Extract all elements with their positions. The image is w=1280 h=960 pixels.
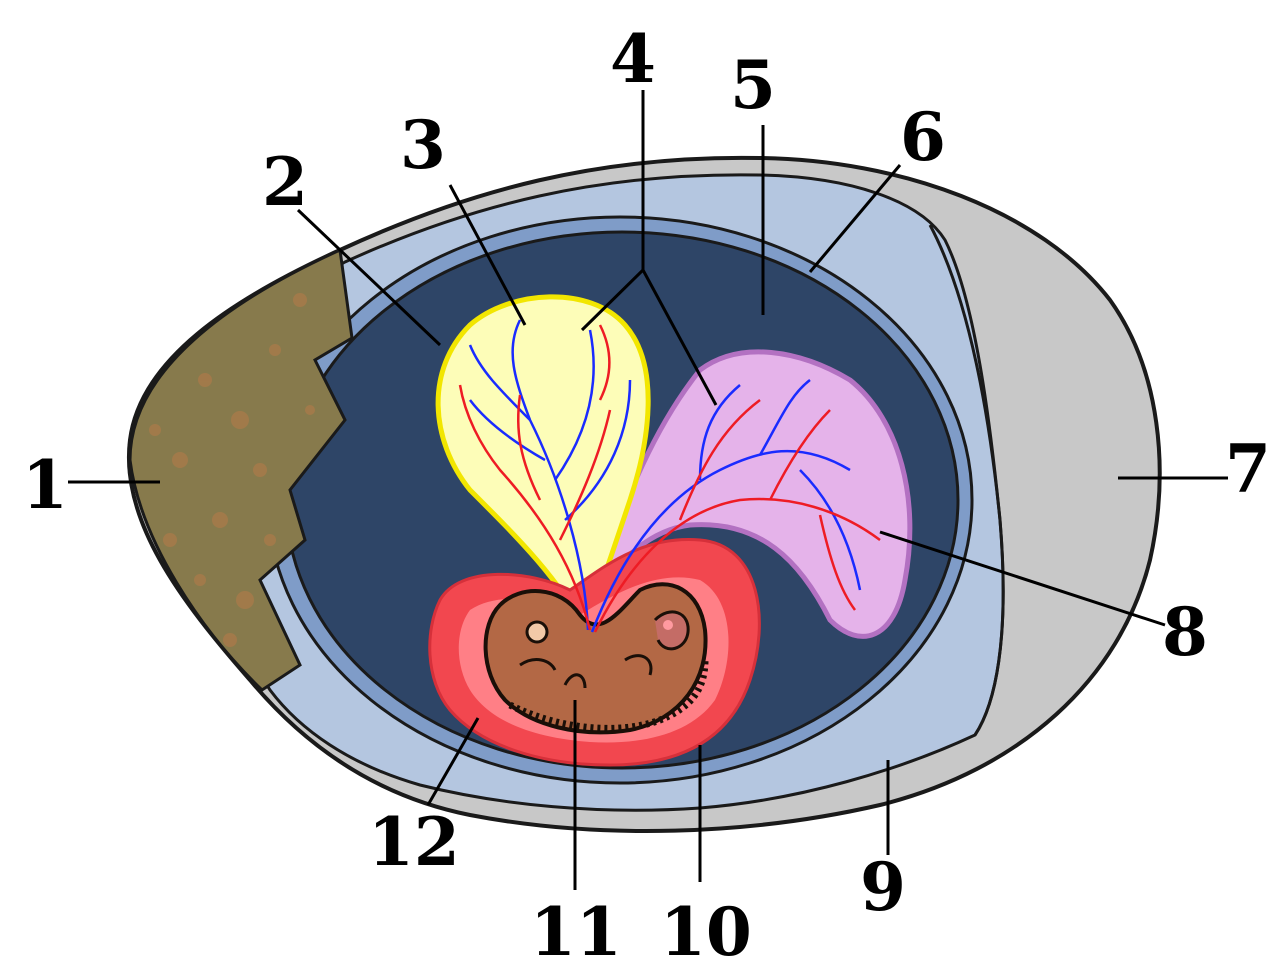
label-10: 10 [660,893,752,960]
label-8: 8 [1162,593,1208,671]
callout-numbers: 1 2 3 4 5 6 7 8 9 10 11 12 [22,20,1271,960]
label-7: 7 [1225,430,1271,508]
label-9: 9 [860,848,906,926]
label-5: 5 [730,46,776,124]
yolk-sac-vessels [458,319,632,631]
leader-lines [68,90,1228,890]
embryo [483,582,709,735]
label-1: 1 [22,446,68,524]
allantois-vessels [590,379,881,633]
label-4: 4 [610,20,656,98]
air-sac-boundary [928,224,1005,736]
label-2: 2 [262,143,308,221]
label-3: 3 [400,106,446,184]
shell-spots [149,293,315,647]
label-12: 12 [368,803,460,881]
broken-shell-fragment [128,247,354,692]
label-11: 11 [530,893,622,960]
label-6: 6 [900,98,946,176]
